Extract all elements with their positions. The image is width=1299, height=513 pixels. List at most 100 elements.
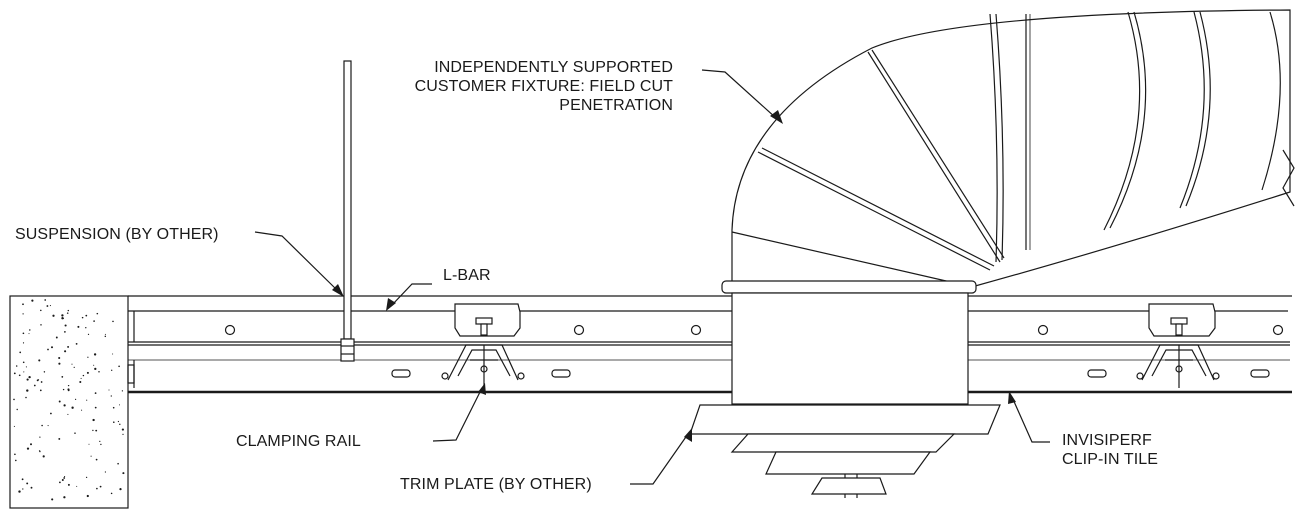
concrete-speck (22, 313, 24, 315)
concrete-speck (30, 486, 33, 489)
concrete-speck (95, 458, 98, 461)
concrete-speck (63, 477, 66, 479)
concrete-speck (66, 312, 69, 314)
concrete-speck (67, 389, 70, 392)
concrete-speck (119, 423, 121, 426)
concrete-speck (100, 443, 102, 446)
duct-seams (731, 11, 1281, 287)
concrete-speck (26, 447, 30, 450)
concrete-speck (99, 440, 101, 443)
concrete-speck (71, 406, 74, 409)
concrete-speck (59, 481, 61, 484)
concrete-speck (26, 389, 29, 392)
concrete-speck (74, 432, 76, 434)
concrete-speck (22, 342, 25, 344)
concrete-speck (18, 374, 21, 377)
fixture-duct (731, 9, 1291, 289)
concrete-speck (58, 356, 61, 360)
concrete-speck (58, 400, 61, 403)
spiral-band (995, 13, 1004, 261)
concrete-speck (67, 345, 70, 348)
concrete-speck (108, 389, 110, 391)
concrete-speck (92, 418, 95, 422)
concrete-speck (22, 332, 25, 335)
concrete-speck (87, 356, 89, 358)
concrete-speck (90, 455, 92, 457)
concrete-speck (29, 329, 31, 331)
concrete-speck (113, 421, 115, 423)
spiral-band (1261, 11, 1281, 191)
concrete-speck (122, 433, 124, 436)
concrete-speck (94, 367, 97, 371)
concrete-speck (63, 404, 66, 407)
elbow-seam (757, 151, 991, 271)
tile-label-line2: CLIP-IN TILE (1062, 451, 1159, 468)
concrete-speck (22, 303, 24, 306)
concrete-speck (82, 374, 85, 377)
concrete-speck (85, 476, 88, 479)
concrete-speck (73, 366, 75, 369)
concrete-speck (86, 494, 89, 498)
concrete-speck (64, 476, 66, 478)
concrete-speck (104, 335, 107, 338)
concrete-speck (51, 498, 54, 501)
elbow-seam (731, 231, 969, 287)
concrete-speck (61, 317, 64, 320)
concrete-speck (46, 305, 49, 307)
concrete-speck (52, 314, 55, 317)
concrete-speck (28, 333, 30, 335)
concrete-speck (30, 443, 32, 446)
concrete-speck (121, 428, 124, 431)
concrete-speck (19, 351, 22, 354)
elbow-seam (761, 147, 995, 267)
concrete-speck (122, 472, 125, 475)
concrete-speck (39, 436, 41, 438)
concrete-speck (85, 327, 87, 329)
concrete-speck (121, 390, 124, 392)
concrete-wall (9, 295, 129, 509)
fixture-label-line1: INDEPENDENTLY SUPPORTED (434, 59, 673, 76)
tile-slots (391, 369, 1270, 378)
concrete-speck (85, 314, 88, 317)
concrete-speck (79, 380, 82, 384)
concrete-speck (93, 353, 97, 356)
concrete-speck (67, 384, 70, 387)
tile-label-line1: INVISIPERF (1062, 432, 1152, 449)
concrete-speck (55, 336, 58, 339)
concrete-speck (18, 490, 21, 493)
concrete-speck (74, 398, 77, 401)
break-line (1282, 149, 1295, 207)
suspension-label: SUSPENSION (BY OTHER) (15, 226, 219, 243)
concrete-speck (87, 333, 90, 336)
concrete-speck (22, 488, 24, 490)
lbar-label: L-BAR (443, 267, 491, 284)
concrete-speck (112, 353, 114, 355)
concrete-speck (26, 482, 29, 485)
concrete-speck (112, 406, 115, 409)
trim-plate-label: TRIM PLATE (BY OTHER) (400, 476, 592, 493)
concrete-speck (64, 350, 67, 353)
concrete-speck (39, 389, 42, 392)
concrete-speck (96, 487, 98, 490)
concrete-speck (50, 346, 54, 349)
clamping-rail-right (1136, 303, 1220, 388)
concrete-speck (117, 462, 119, 465)
spiral-band (1103, 11, 1141, 231)
concrete-speck (86, 399, 88, 401)
concrete-speck (47, 425, 49, 427)
concrete-speck (61, 376, 64, 378)
concrete-speck (63, 496, 66, 499)
concrete-speck (15, 459, 17, 462)
concrete-speck (64, 324, 67, 327)
clamping-rail-left (441, 303, 525, 390)
concrete-speck (33, 384, 36, 387)
concrete-speck (75, 342, 78, 345)
concrete-speck (44, 299, 47, 301)
concrete-hatch-icon (13, 299, 125, 501)
concrete-speck (26, 378, 29, 381)
concrete-speck (112, 320, 114, 323)
duct-collar (721, 280, 977, 405)
concrete-speck (28, 375, 31, 379)
clamping-rail-label: CLAMPING RAIL (236, 433, 361, 450)
concrete-speck (111, 369, 113, 371)
